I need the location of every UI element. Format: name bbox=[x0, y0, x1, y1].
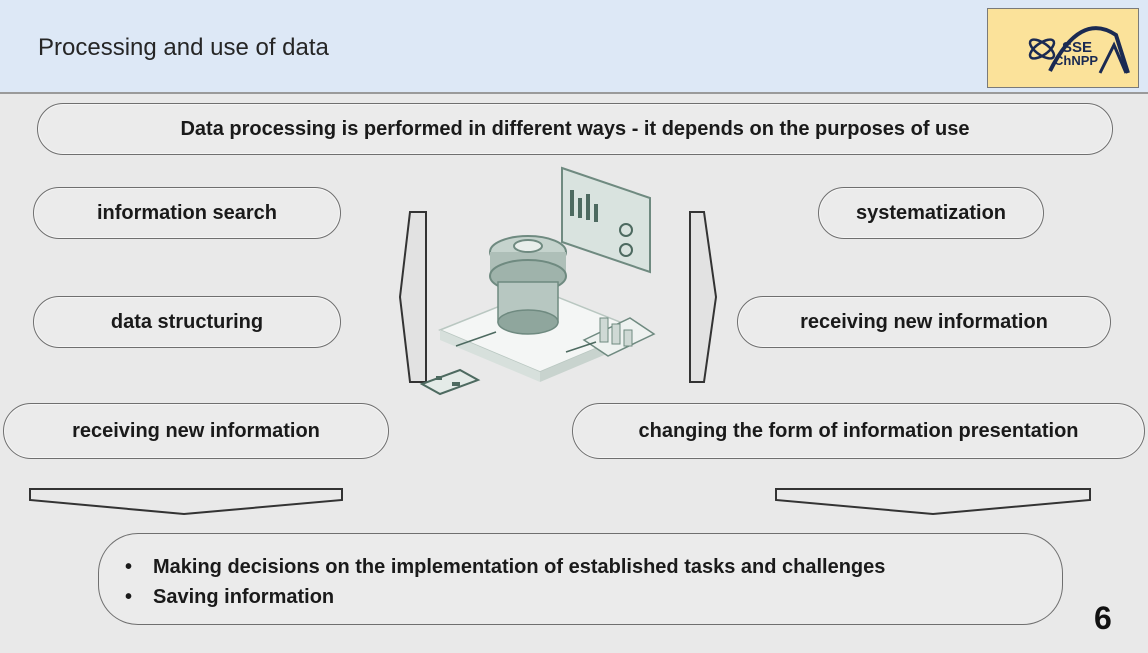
slide-title: Processing and use of data bbox=[38, 34, 329, 61]
right-item-changing-form: changing the form of information present… bbox=[572, 403, 1145, 459]
outcome-text: Saving information bbox=[153, 586, 335, 608]
bullet-icon: • bbox=[125, 586, 133, 608]
outcomes-box: • Making decisions on the implementation… bbox=[98, 533, 1063, 625]
outcome-text: Making decisions on the implementation o… bbox=[153, 556, 886, 578]
outcome-item: • Making decisions on the implementation… bbox=[123, 552, 885, 582]
logo-icon: SSE ChNPP bbox=[1028, 26, 1130, 74]
data-processing-illustration bbox=[419, 166, 656, 396]
right-bracket-shape bbox=[689, 211, 718, 383]
left-item-information-search: information search bbox=[33, 187, 341, 239]
bullet-icon: • bbox=[125, 556, 133, 578]
purpose-banner: Data processing is performed in differen… bbox=[37, 103, 1113, 155]
right-item-receiving-new-information: receiving new information bbox=[737, 296, 1111, 348]
left-item-receiving-new-information: receiving new information bbox=[3, 403, 389, 459]
logo: SSE ChNPP bbox=[987, 8, 1139, 88]
page-number: 6 bbox=[1094, 600, 1112, 636]
outcomes-list: • Making decisions on the implementation… bbox=[123, 552, 885, 612]
left-bracket-shape bbox=[398, 211, 427, 383]
logo-text-bottom: ChNPP bbox=[1054, 53, 1098, 68]
outcome-item: • Saving information bbox=[123, 582, 885, 612]
right-item-systematization: systematization bbox=[818, 187, 1044, 239]
logo-text-top: SSE bbox=[1062, 39, 1092, 56]
gear-icon bbox=[489, 235, 567, 335]
bottom-right-funnel bbox=[775, 488, 1091, 516]
left-item-data-structuring: data structuring bbox=[33, 296, 341, 348]
slide-header: Processing and use of data SSE ChNPP bbox=[0, 0, 1148, 94]
bottom-left-funnel bbox=[29, 488, 343, 516]
dashboard-panel bbox=[561, 166, 651, 274]
